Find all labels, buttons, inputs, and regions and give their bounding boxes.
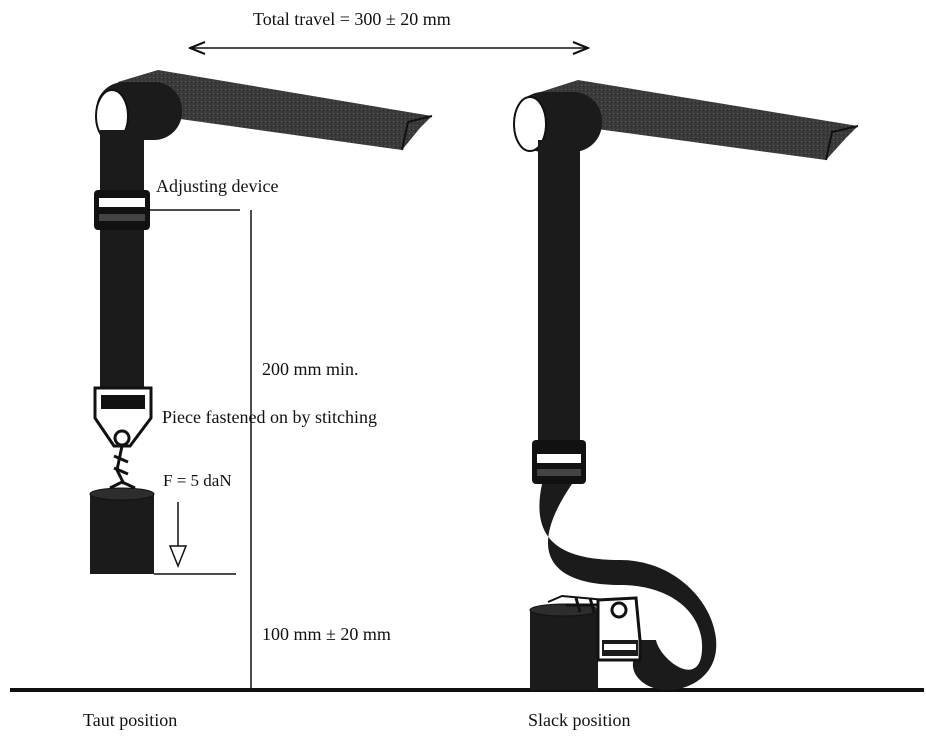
ground-clearance-label: 100 mm ± 20 mm <box>262 624 391 644</box>
slack-strap <box>538 140 580 460</box>
force-arrow-icon <box>168 502 188 569</box>
force-label: F = 5 daN <box>163 471 232 490</box>
slack-position-label: Slack position <box>528 710 631 730</box>
taut-assembly <box>89 70 433 574</box>
slack-stitched-piece-icon <box>596 596 642 662</box>
slack-strap-loop <box>539 484 717 690</box>
taut-anchor-bar <box>118 70 432 150</box>
taut-strap <box>100 130 144 398</box>
slack-anchor-bar <box>528 80 858 160</box>
slack-weight-icon <box>529 594 607 690</box>
slack-assembly <box>513 80 859 690</box>
taut-hook-icon <box>109 445 136 490</box>
total-travel-label: Total travel = 300 ± 20 mm <box>253 9 451 29</box>
piece-stitched-label: Piece fastened on by stitching <box>162 407 377 427</box>
taut-weight-icon <box>89 487 155 574</box>
adjusting-device-label: Adjusting device <box>156 176 278 196</box>
slack-pulley-icon <box>513 96 547 152</box>
ground-line <box>10 688 924 692</box>
taut-position-label: Taut position <box>83 710 177 730</box>
taut-stitched-piece-icon <box>93 386 153 448</box>
taut-adjusting-device-icon <box>94 190 150 230</box>
slack-adjusting-device-icon <box>532 440 586 484</box>
min-length-label: 200 mm min. <box>262 359 359 379</box>
